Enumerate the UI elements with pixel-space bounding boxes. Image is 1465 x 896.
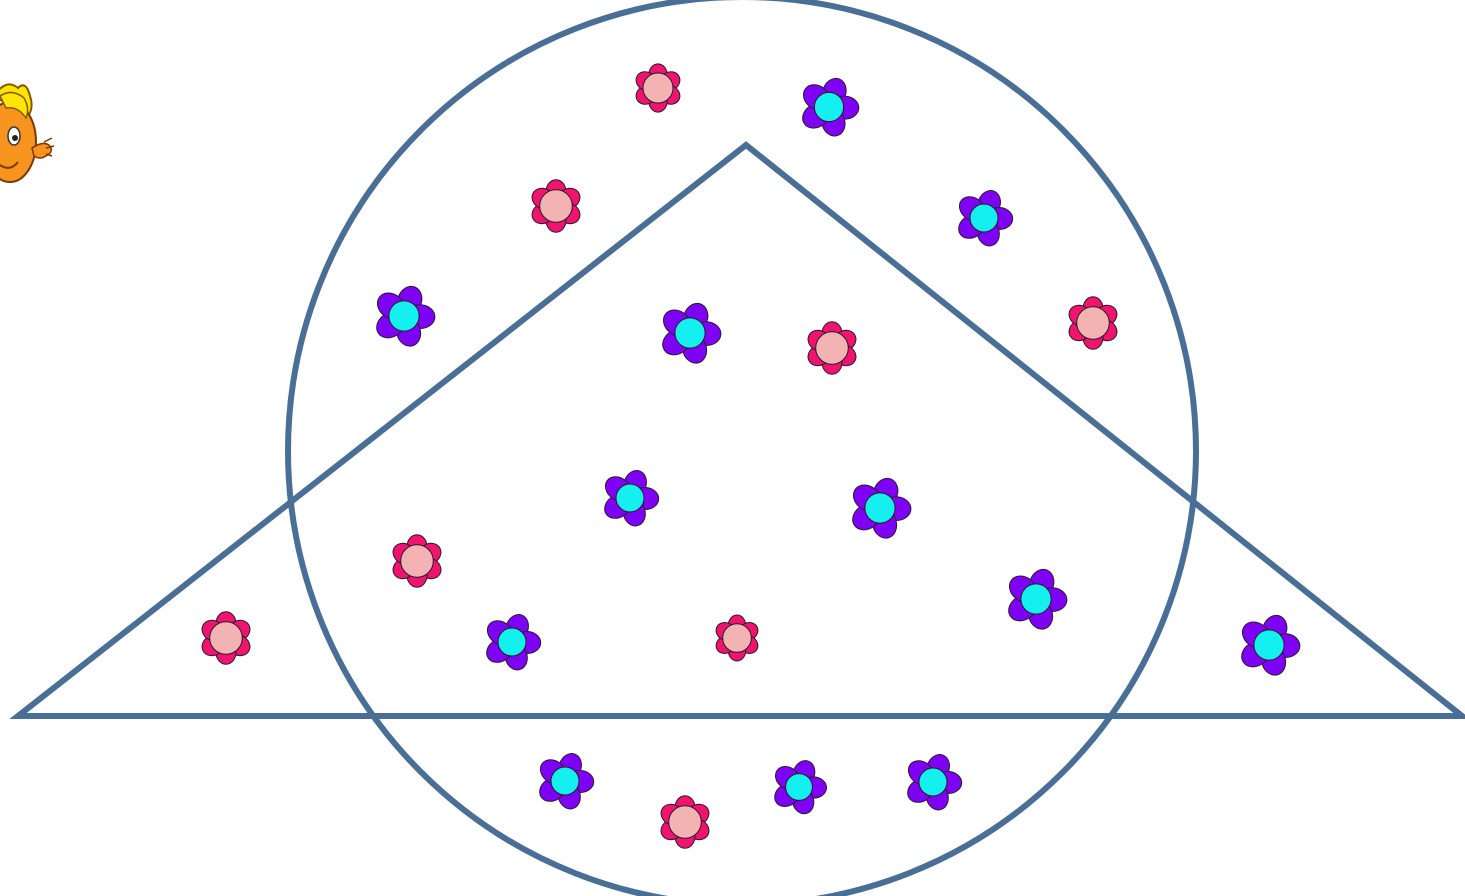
pink-flower-icon [198,612,254,665]
purple-flower-icon [1237,612,1301,678]
pink-flower-icon [804,322,860,375]
pink-flower-icon [389,535,445,588]
purple-flower-icon [600,467,659,528]
circle-shape [288,0,1196,896]
flower-center [970,204,998,232]
pink-flower-icon [1065,297,1121,350]
purple-flower-icon [372,283,436,349]
purple-flower-icon [1004,566,1068,632]
pink-flower-icon [657,796,713,849]
flower-center [919,768,947,796]
flower-center [551,767,579,795]
flower-center [814,92,843,121]
flower-center [1254,630,1284,660]
purple-flower-icon [798,75,859,139]
flower-center [669,806,702,839]
mascot-part [12,135,18,141]
flower-center [643,73,673,103]
flower-center [401,545,434,578]
purple-flower-icon [848,475,912,541]
purple-flower-icon [954,187,1013,248]
purple-flower-icon [658,300,722,366]
mascot-part [32,143,51,158]
flower-center [389,301,419,331]
flower-center [675,318,705,348]
pink-flower-icon [713,615,762,661]
flower-center [540,190,573,223]
purple-flower-icon [770,758,827,817]
purple-flower-icon [903,751,962,812]
flower-center [210,622,243,655]
flower-center [816,332,849,365]
purple-flower-icon [482,611,541,672]
flower-center [723,624,752,653]
cartoon-character-icon [0,84,54,182]
pink-flower-icon [633,64,684,112]
flower-center [865,493,895,523]
flower-center [1021,584,1051,614]
purple-flower-icon [535,750,594,811]
flower-center [498,628,526,656]
flower-center [616,484,644,512]
flower-center [786,774,813,801]
pink-flower-icon [528,180,584,233]
flower-center [1077,307,1110,340]
